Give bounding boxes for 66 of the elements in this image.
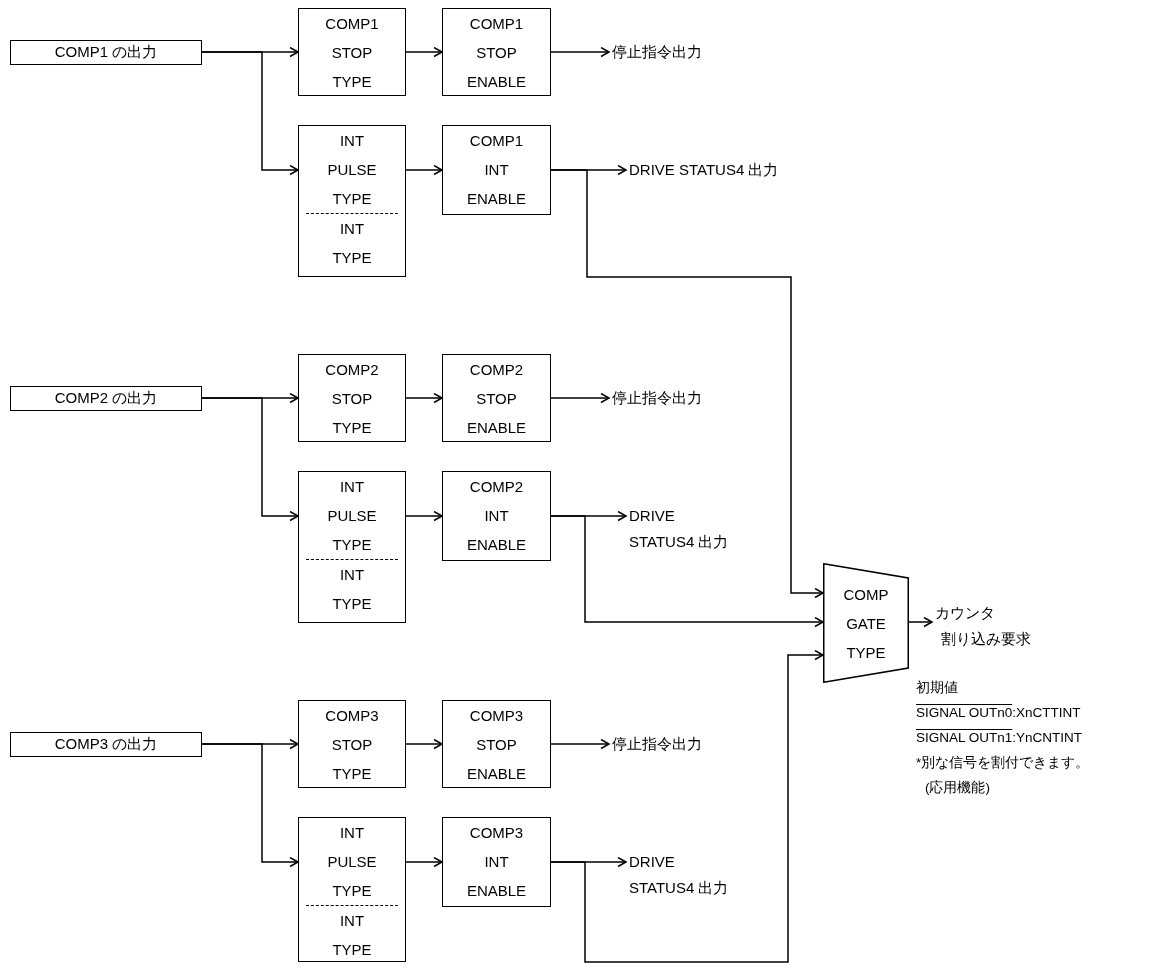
box-label: INT TYPE (331, 911, 373, 960)
register-box (442, 700, 551, 788)
box-label: COMP GATE TYPE (842, 584, 890, 663)
box-label: COMP1 STOP TYPE (324, 14, 380, 92)
register-box (442, 817, 551, 907)
signal-box (10, 40, 202, 65)
note-text: :YnCNTINT (1012, 729, 1083, 747)
arrow (201, 397, 299, 522)
signal-name: SIGNAL OUTn0 (916, 704, 1013, 722)
register-box (442, 471, 551, 561)
arrow (550, 738, 610, 750)
box-label: INT PULSE TYPE (326, 823, 378, 901)
output-text: カウンタ (935, 603, 996, 623)
note-text: 初期値 (916, 679, 958, 697)
register-box (298, 700, 406, 788)
arrow (405, 392, 443, 404)
box-label: INT TYPE (331, 565, 373, 614)
register-box (298, 471, 406, 623)
arrow (201, 743, 299, 868)
arrow (908, 616, 933, 628)
register-box (298, 817, 406, 962)
register-box (298, 125, 406, 277)
box-label: COMP2 STOP TYPE (324, 360, 380, 438)
note-text: (応用機能) (925, 779, 990, 797)
arrow (550, 392, 610, 404)
register-box (442, 8, 551, 96)
gate-trapezoid (823, 563, 909, 683)
arrow (550, 515, 824, 628)
output-text: DRIVE STATUS4 出力 (629, 160, 780, 180)
box-label: COMP3 INT ENABLE (465, 823, 528, 901)
box-label: INT PULSE TYPE (326, 131, 378, 209)
register-box (442, 354, 551, 442)
box-label: COMP3 の出力 (54, 734, 158, 754)
output-text: DRIVE STATUS4 出力 (629, 506, 730, 552)
box-label: COMP2 INT ENABLE (465, 477, 528, 555)
signal-name: SIGNAL OUTn1 (916, 729, 1013, 747)
arrow (405, 164, 443, 176)
arrow (405, 738, 443, 750)
arrow (550, 46, 610, 58)
arrow (550, 169, 824, 599)
register-box (442, 125, 551, 215)
note-text: :XnCTTINT (1012, 704, 1081, 722)
box-label: COMP3 STOP TYPE (324, 706, 380, 784)
signal-box (10, 732, 202, 757)
output-text: 停止指令出力 (612, 388, 703, 408)
box-label: COMP3 STOP ENABLE (465, 706, 528, 784)
box-label: INT PULSE TYPE (326, 477, 378, 555)
output-text: 割り込み要求 (940, 629, 1032, 649)
arrow (405, 856, 443, 868)
box-label: COMP2 STOP ENABLE (465, 360, 528, 438)
note-text: *別な信号を割付できます。 (916, 754, 1090, 772)
register-box (298, 8, 406, 96)
box-label: COMP1 STOP ENABLE (465, 14, 528, 92)
arrow (405, 46, 443, 58)
register-box (298, 354, 406, 442)
box-label: COMP2 の出力 (54, 388, 158, 408)
signal-box (10, 386, 202, 411)
box-label: INT TYPE (331, 219, 373, 268)
arrow (405, 510, 443, 522)
output-text: 停止指令出力 (612, 42, 703, 62)
output-text: DRIVE STATUS4 出力 (629, 852, 730, 898)
box-label: COMP1 INT ENABLE (465, 131, 528, 209)
box-label: COMP1 の出力 (54, 42, 158, 62)
arrow (201, 51, 299, 176)
output-text: 停止指令出力 (612, 734, 703, 754)
arrow (550, 649, 824, 963)
